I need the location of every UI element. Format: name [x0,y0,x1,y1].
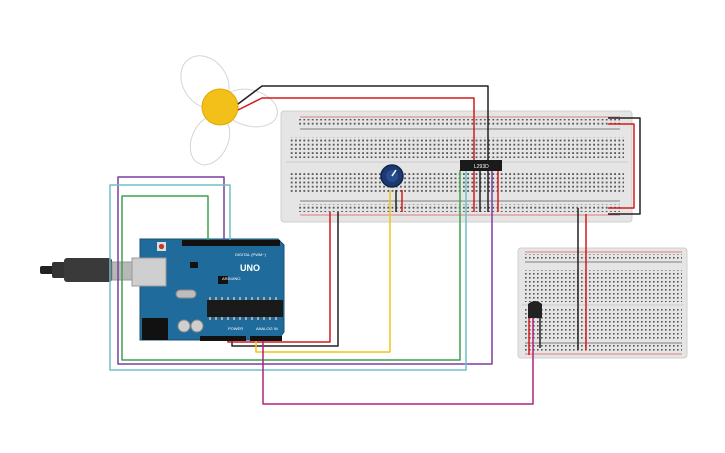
analog-header-label: ANALOG IN [256,326,278,331]
arduino-uno-board: UNO ARDUINO DIGITAL (PWM~) POWER ANALOG … [40,238,285,341]
wire-digital-teal [109,170,467,371]
arduino-brand-label: UNO [240,263,260,273]
fan-hub [201,88,239,126]
usb-cable-plug [64,258,112,282]
usb-socket [131,257,167,287]
dc-motor-fan [180,55,278,166]
wire-digital-green [121,170,461,361]
wire-5v-red [227,212,331,343]
potentiometer[interactable] [380,164,404,188]
potentiometer-knob-indicator [391,169,397,177]
wire-sensor-magenta [262,318,534,405]
wire-gnd-black [231,212,339,347]
wire-pot-yellow [255,190,391,353]
wire-rail-bridge-black [608,117,641,215]
wires [109,85,641,405]
wire-rail-bridge-red [608,123,635,209]
motor-driver-chip: L293D [460,160,502,171]
temperature-sensor [528,301,542,318]
power-jack [142,318,168,340]
wire-fan-red [237,97,475,212]
atmega-chip [207,300,283,317]
power-header [200,336,246,341]
motor-driver-label: L293D [474,164,489,170]
wire-digital-purple [117,170,493,365]
analog-header [250,336,282,341]
reset-button [158,243,165,250]
digital-header [182,240,280,246]
secondary-breadboard [517,247,688,359]
power-header-label: POWER [228,326,243,331]
wire-fan-black [237,85,489,212]
usb-cable-tip [40,266,54,274]
main-breadboard [280,110,633,223]
digital-header-label: DIGITAL (PWM~) [235,252,267,257]
arduino-sub-brand-label: ARDUINO [222,276,240,281]
